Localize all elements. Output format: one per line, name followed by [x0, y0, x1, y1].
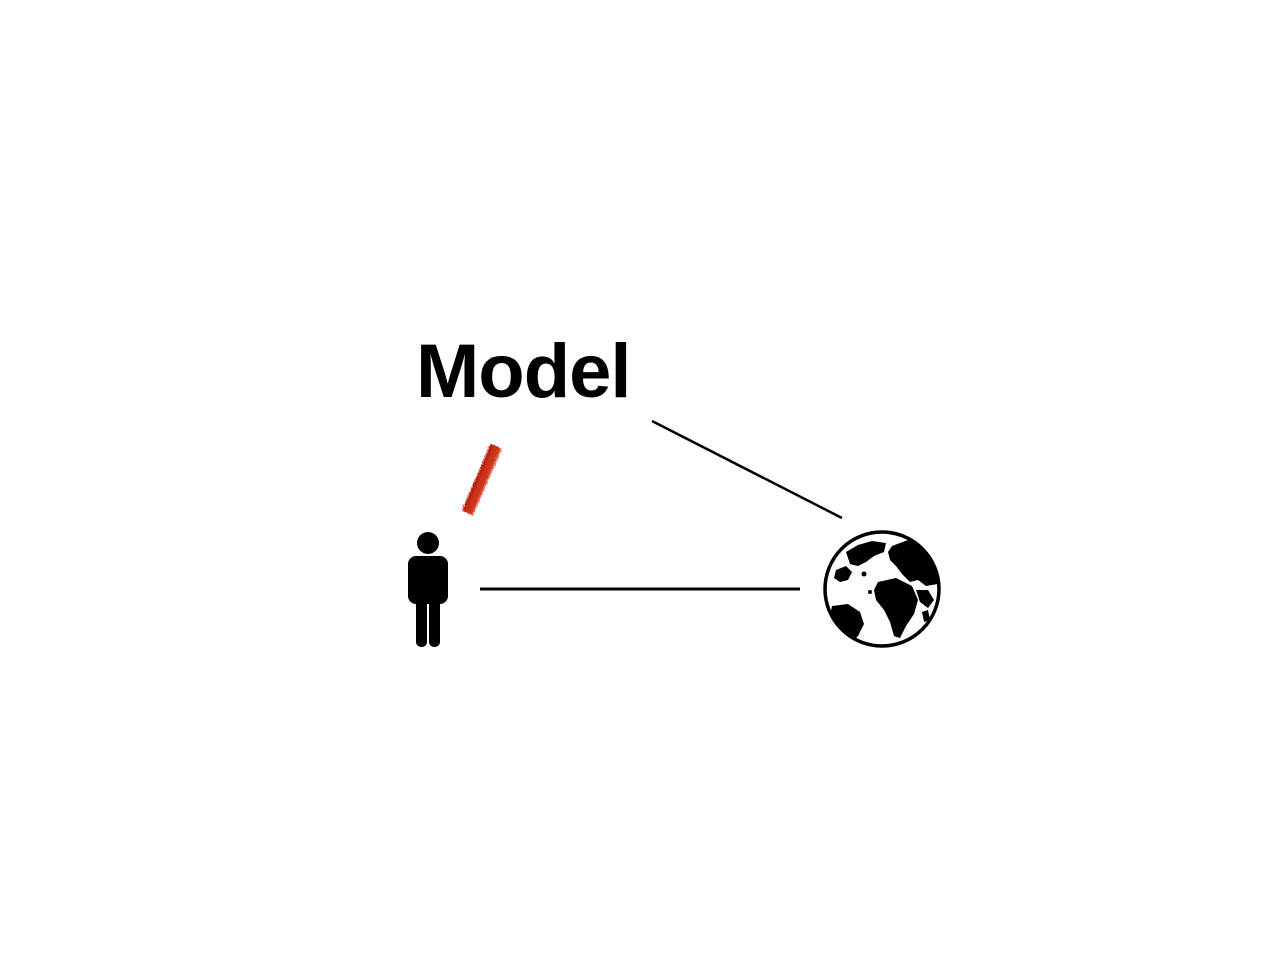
- model-label: Model: [416, 329, 632, 414]
- person-icon: [408, 532, 448, 647]
- globe-icon: [823, 530, 941, 648]
- model-world-link: [651, 419, 843, 520]
- person-model-link: [462, 444, 502, 516]
